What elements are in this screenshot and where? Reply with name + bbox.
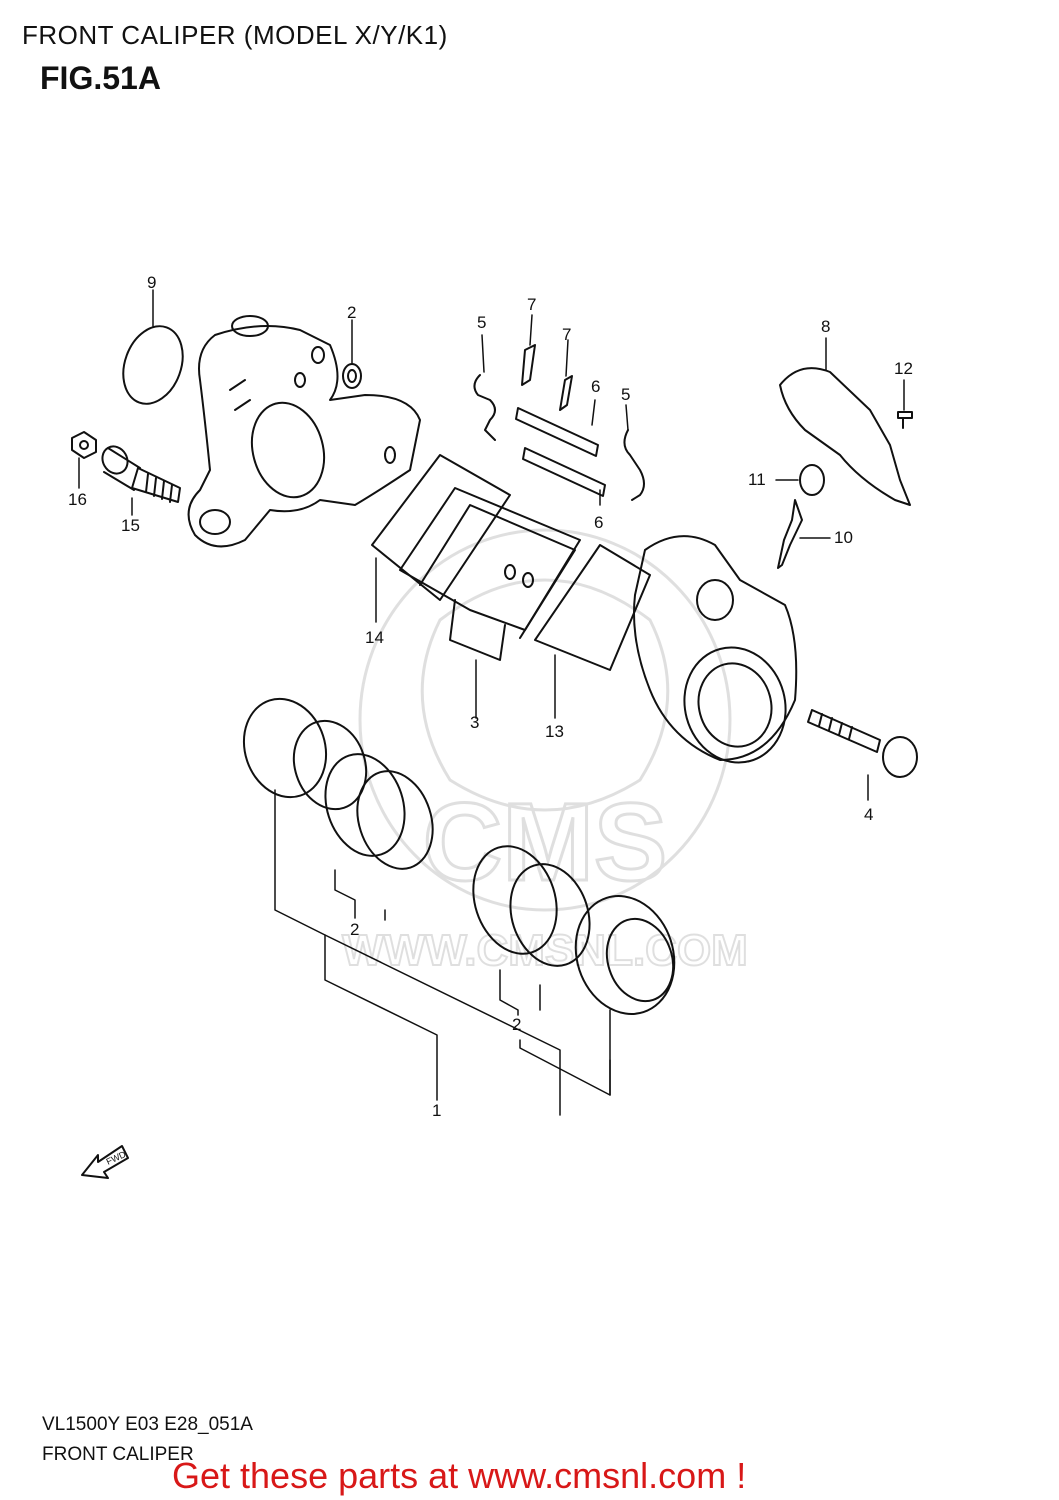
mounting-bolt-part	[807, 709, 918, 778]
watermark-brand: CMS	[423, 781, 667, 904]
brake-pad-part	[399, 487, 581, 661]
callout-5-left: 5	[477, 313, 486, 332]
forward-arrow-icon	[81, 1145, 129, 1179]
callout-2-left-seal: 2	[350, 920, 359, 939]
page-title: FRONT CALIPER (MODEL X/Y/K1)	[22, 20, 448, 50]
piston-seal-part-right	[472, 845, 591, 967]
pad-pin-part	[515, 407, 606, 497]
callout-2-washer: 2	[347, 303, 356, 322]
cover-screw-part	[897, 411, 913, 429]
watermark-site: WWW.CMSNL.COM	[342, 926, 748, 975]
diagram-name: FRONT CALIPER	[42, 1444, 194, 1465]
caliper-bracket-part	[187, 315, 421, 548]
retaining-pin-part	[521, 344, 573, 411]
callout-7-left: 7	[527, 295, 536, 314]
callout-13: 13	[545, 722, 564, 741]
bolt-part	[101, 445, 181, 503]
callout-6-bottom: 6	[594, 513, 603, 532]
diagram-code: VL1500Y E03 E28_051A	[42, 1414, 253, 1435]
callout-16: 16	[68, 490, 87, 509]
watermark: CMS WWW.CMSNL.COM	[341, 528, 749, 976]
caliper-cover-part	[779, 367, 911, 506]
callout-6-top: 6	[591, 377, 600, 396]
bleeder-valve-part	[777, 499, 803, 569]
promo-link[interactable]: Get these parts at www.cmsnl.com !	[172, 1455, 747, 1496]
callout-5-right: 5	[621, 385, 630, 404]
callout-9: 9	[147, 273, 156, 292]
pad-shim-part	[371, 454, 511, 601]
callout-12: 12	[894, 359, 913, 378]
caliper-body-part	[633, 535, 798, 764]
callout-11: 11	[748, 470, 766, 489]
callout-10: 10	[834, 528, 853, 547]
callout-7-right: 7	[562, 325, 571, 344]
piston-seal-part	[324, 753, 434, 870]
callout-leaders	[78, 289, 905, 1116]
anti-rattle-shim-part	[534, 544, 651, 671]
figure-number: FIG.51A	[40, 60, 161, 96]
callout-4: 4	[864, 805, 873, 824]
callout-2-right-seal: 2	[512, 1015, 521, 1034]
callout-8: 8	[821, 317, 830, 336]
seal-ring-part	[122, 325, 184, 405]
callout-1: 1	[432, 1101, 441, 1120]
callout-3: 3	[470, 713, 479, 732]
nut-part	[71, 431, 97, 459]
bleeder-cap-part	[799, 464, 825, 496]
callout-14: 14	[365, 628, 384, 647]
piston-part-right	[574, 895, 676, 1015]
pad-spring-clip-part	[473, 374, 645, 501]
washer-part	[342, 363, 362, 389]
callout-15: 15	[121, 516, 140, 535]
